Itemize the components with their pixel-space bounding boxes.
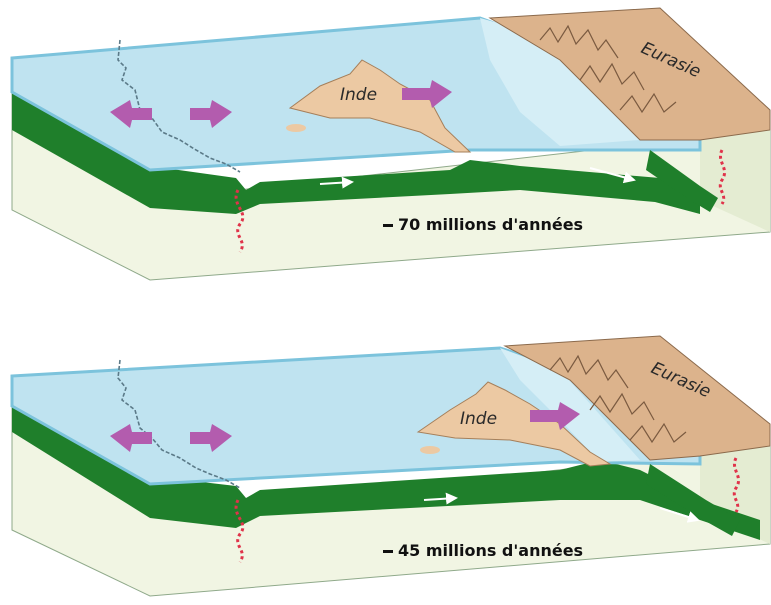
island <box>286 124 306 132</box>
age-label: 45 millions d'années <box>398 541 583 560</box>
india-label: Inde <box>460 409 497 429</box>
panel-45ma: Inde Eurasie 45 millions d'années <box>12 336 770 596</box>
panel-70ma: Inde Eurasie 70 millions d'années <box>12 8 770 280</box>
age-label: 70 millions d'années <box>398 215 583 234</box>
india-label: Inde <box>340 85 377 105</box>
age-dash <box>383 224 393 227</box>
island <box>420 446 440 454</box>
age-dash <box>383 550 393 553</box>
